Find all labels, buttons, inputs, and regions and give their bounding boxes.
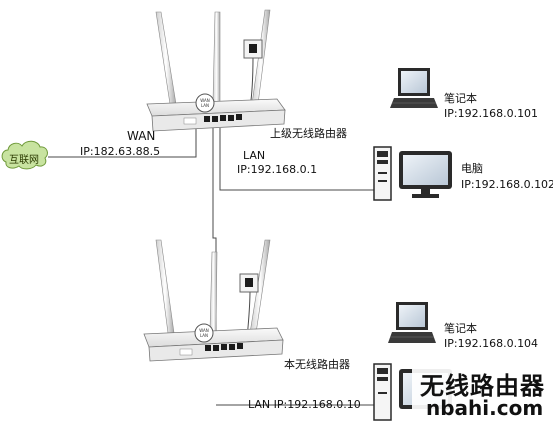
upper-router-name: 上级无线路由器 (270, 127, 347, 140)
lower-router-name: 本无线路由器 (284, 358, 350, 371)
watermark-url: nbahi.com (426, 396, 544, 420)
desktop-ip: IP:192.168.0.102 (461, 178, 553, 191)
lan-label: LAN (243, 149, 266, 162)
wan-link (48, 128, 197, 158)
watermark-title: 无线路由器 (420, 371, 545, 400)
laptop-2-ip: IP:192.168.0.104 (444, 337, 539, 350)
laptop-1-name: 笔记本 (444, 92, 477, 105)
svg-text:WAN: WAN (199, 328, 208, 333)
upper-router-icon: WAN LAN (146, 9, 286, 132)
upper-power-adapter-icon (243, 39, 263, 59)
svg-text:WAN: WAN (200, 98, 209, 103)
laptop-2-icon (388, 302, 436, 343)
upper-lan-link (219, 128, 374, 191)
svg-text:LAN: LAN (200, 333, 208, 338)
laptop-2-name: 笔记本 (444, 322, 477, 335)
connection-lines (48, 55, 374, 406)
lan-ip-label: IP:192.168.0.1 (237, 163, 318, 176)
internet-label: 互联网 (9, 155, 39, 166)
svg-text:LAN: LAN (201, 103, 209, 108)
laptop-1-icon (390, 68, 438, 108)
desktop-icon (373, 146, 452, 201)
lower-router-icon: WAN LAN (143, 239, 284, 362)
internet-cloud-icon (1, 140, 48, 170)
watermark: 无线路由器 nbahi.com (412, 364, 553, 423)
wan-label: WAN (127, 129, 156, 143)
lower-power-adapter-icon (239, 273, 259, 293)
laptop-1-ip: IP:192.168.0.101 (444, 107, 539, 120)
lower-lan-ip-label: LAN IP:192.168.0.10 (248, 398, 361, 411)
desktop-name: 电脑 (461, 162, 483, 175)
wan-ip-label: IP:182.63.88.5 (80, 145, 161, 158)
